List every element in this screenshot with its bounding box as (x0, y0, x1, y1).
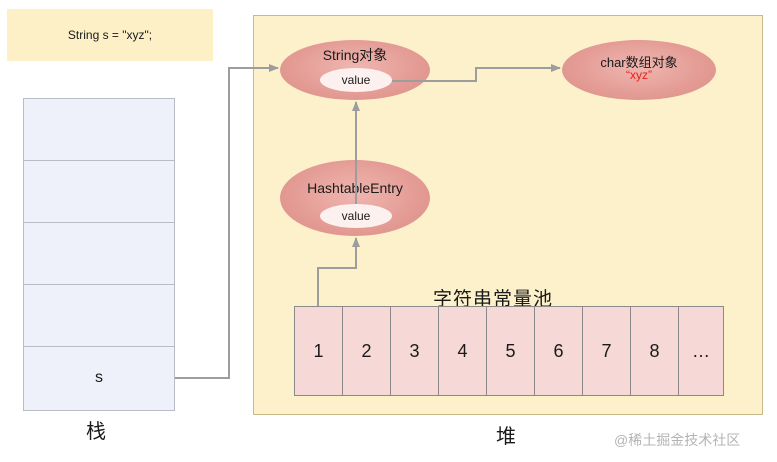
hashtable-entry-value-field: value (320, 204, 392, 228)
hashtable-entry-value-label: value (341, 209, 371, 223)
string-object-value-label: value (341, 73, 371, 87)
string-pool-cell: … (679, 307, 723, 395)
arrow-string-to-char-array (392, 64, 561, 82)
string-pool: 1 2 3 4 5 6 7 8 … (294, 306, 724, 396)
char-array-object-value: “xyz” (626, 68, 652, 82)
string-object-title: String对象 (322, 47, 388, 63)
arrow-s-to-string-object (175, 64, 279, 379)
string-pool-cell: 2 (343, 307, 391, 395)
char-array-object-title: char数组对象 (600, 55, 678, 70)
char-array-object-node: char数组对象 “xyz” (562, 40, 716, 100)
arrow-pool-to-hashtable-entry (317, 237, 360, 306)
watermark: @稀土掘金技术社区 (614, 432, 741, 448)
string-pool-cell: 1 (295, 307, 343, 395)
stack-slot (24, 223, 174, 285)
stack-slot-s: s (24, 347, 174, 410)
stack-slot (24, 161, 174, 223)
string-pool-cell: 4 (439, 307, 487, 395)
string-pool-cell: 6 (535, 307, 583, 395)
string-pool-cell: 3 (391, 307, 439, 395)
stack-frame: s (23, 98, 175, 411)
string-pool-cell: 7 (583, 307, 631, 395)
string-object-node: String对象 value (280, 40, 430, 100)
string-pool-cell: 8 (631, 307, 679, 395)
stack-slot (24, 285, 174, 347)
stack-label: 栈 (86, 419, 106, 443)
code-snippet: String s = "xyz"; (7, 9, 213, 61)
stack-variable-name: s (95, 369, 103, 386)
string-pool-cell: 5 (487, 307, 535, 395)
string-object-value-field: value (320, 68, 392, 92)
stack-slot (24, 99, 174, 161)
heap-label: 堆 (496, 424, 516, 448)
code-text: String s = "xyz"; (67, 28, 153, 42)
string-pool-title: 字符串常量池 (433, 288, 554, 310)
